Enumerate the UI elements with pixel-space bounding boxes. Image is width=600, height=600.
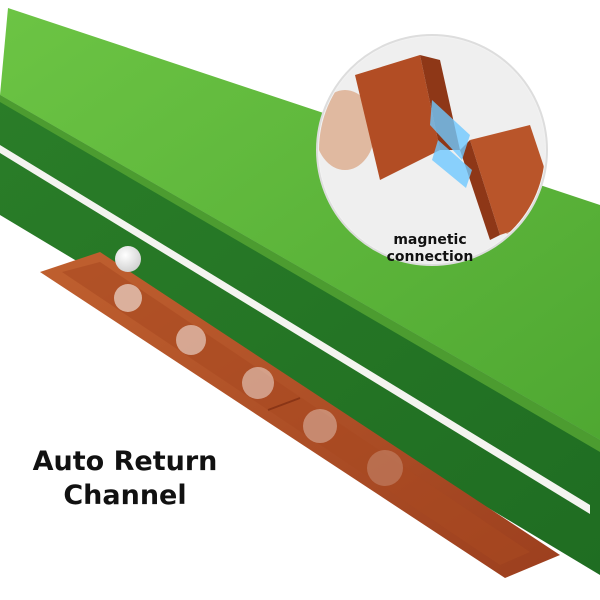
caption-line-1: Auto Return xyxy=(32,446,218,477)
golf-ball xyxy=(115,246,141,272)
golf-ball-motion xyxy=(242,367,274,399)
white-line xyxy=(0,145,590,514)
golf-ball-motion xyxy=(176,325,206,355)
channel-joint xyxy=(267,397,301,411)
caption-line-2: Channel xyxy=(63,480,187,511)
callout-caption: magnetic connection xyxy=(355,232,505,266)
mat-light-edge xyxy=(0,95,600,452)
golf-ball-motion xyxy=(114,284,142,312)
mat-light-green xyxy=(0,8,600,440)
golf-ball-motion xyxy=(367,450,403,486)
golf-ball-motion xyxy=(303,409,337,443)
callout-line-1: magnetic xyxy=(393,232,467,248)
feature-caption: Auto Return Channel xyxy=(10,445,240,513)
callout-line-2: connection xyxy=(386,249,474,265)
